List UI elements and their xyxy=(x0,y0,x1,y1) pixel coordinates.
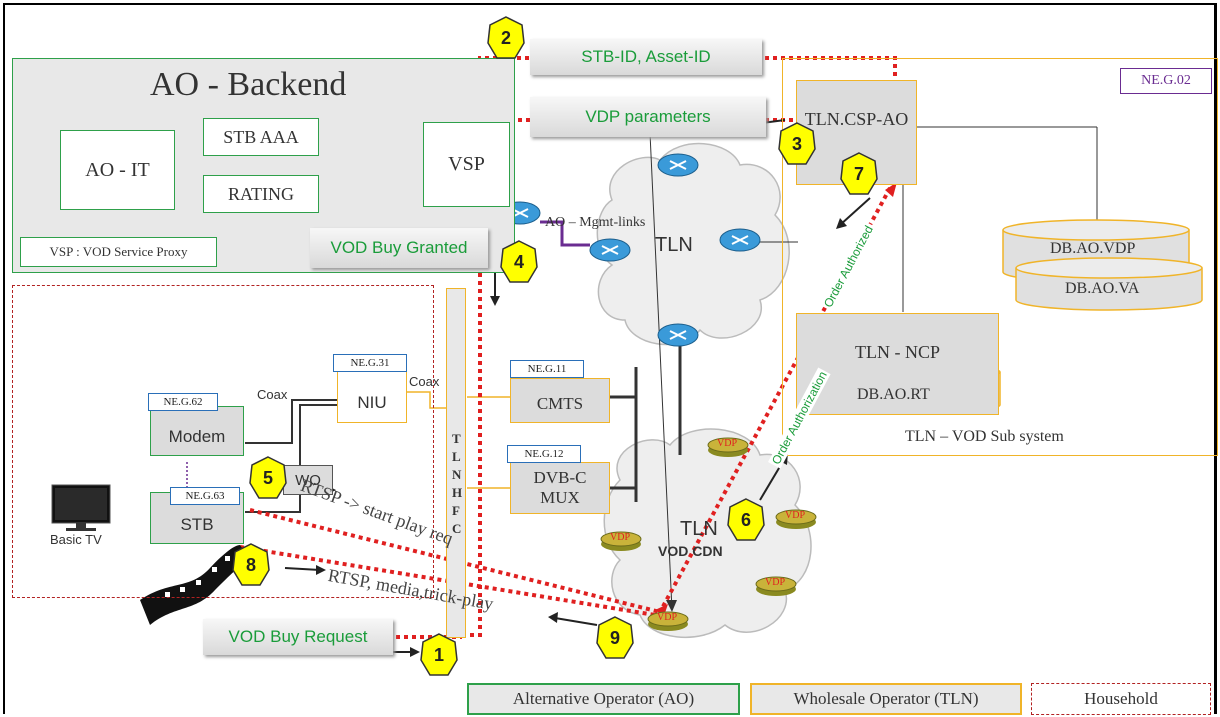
tln-hfc-bar xyxy=(446,288,466,638)
tln-ncp-box: TLN - NCP xyxy=(796,313,999,415)
stb-aaa-box: STB AAA xyxy=(203,118,319,156)
dvbc-mux-box: DVB-C MUX xyxy=(510,462,610,514)
db-ao-va: DB.AO.VA xyxy=(1065,280,1140,297)
coax-label-2: Coax xyxy=(409,374,440,389)
ne-g62-tag: NE.G.62 xyxy=(148,393,218,411)
vod-buy-granted-message: VOD Buy Granted xyxy=(310,228,488,268)
legend-household: Household xyxy=(1031,683,1211,715)
step-1-badge: 1 xyxy=(420,633,458,677)
vdp-server-icon xyxy=(600,531,642,551)
cdn-cloud-label: TLN xyxy=(680,518,718,540)
vdp-server-icon xyxy=(775,509,817,529)
stb-asset-id-message: STB-ID, Asset-ID xyxy=(530,39,762,75)
vdp-server: VDP xyxy=(755,575,797,597)
ne-g11-tag: NE.G.11 xyxy=(510,360,584,378)
ao-backend-title: AO - Backend xyxy=(150,66,347,103)
step-3-badge: 3 xyxy=(778,122,816,166)
vsp-box: VSP xyxy=(423,122,510,207)
tln-cloud xyxy=(596,142,790,346)
tv-icon xyxy=(51,484,111,531)
step-9-badge: 9 xyxy=(596,616,634,660)
step-5-badge: 5 xyxy=(249,456,287,500)
tln-subsystem-label: TLN – VOD Sub system xyxy=(905,428,1064,445)
niu-box: NIU xyxy=(337,368,407,423)
modem-box: Modem xyxy=(150,406,244,456)
ao-it-box: AO - IT xyxy=(60,130,175,210)
mgmt-links-label: AO – Mgmt-links xyxy=(545,215,646,230)
diagram-frame xyxy=(3,3,1217,714)
vdp-server-icon xyxy=(647,611,689,631)
household-area xyxy=(12,285,434,598)
vod-buy-request-message: VOD Buy Request xyxy=(203,619,393,655)
step-7-badge: 7 xyxy=(840,152,878,196)
ne-g31-tag: NE.G.31 xyxy=(333,354,407,372)
step-2-badge: 2 xyxy=(487,16,525,60)
ne-g63-tag: NE.G.63 xyxy=(170,487,240,505)
step-4-badge: 4 xyxy=(500,240,538,284)
mux-label: MUX xyxy=(540,488,580,507)
vsp-note: VSP : VOD Service Proxy xyxy=(20,237,217,267)
ne-g12-tag: NE.G.12 xyxy=(507,445,581,463)
vdp-server: VDP xyxy=(775,508,817,530)
vdp-server-icon xyxy=(755,576,797,596)
cdn-cloud-sublabel: VOD CDN xyxy=(658,543,723,559)
tln-cloud-label: TLN xyxy=(655,234,693,256)
db-ao-rt: DB.AO.RT xyxy=(857,386,930,403)
vdp-parameters-message: VDP parameters xyxy=(530,97,766,137)
db-ao-vdp: DB.AO.VDP xyxy=(1050,240,1136,257)
step-8-badge: 8 xyxy=(232,543,270,587)
dvbc-label: DVB-C xyxy=(533,468,587,487)
vdp-server: VDP xyxy=(600,530,642,552)
tln-vod-subsystem xyxy=(782,58,1218,456)
rating-box: RATING xyxy=(203,175,319,213)
vdp-server: VDP xyxy=(647,610,689,632)
legend-ao: Alternative Operator (AO) xyxy=(467,683,740,715)
vdp-server-icon xyxy=(707,437,749,457)
film-strip-icon xyxy=(140,545,250,625)
legend-tln: Wholesale Operator (TLN) xyxy=(750,683,1022,715)
ne-g02-tag: NE.G.02 xyxy=(1120,68,1212,94)
coax-label-1: Coax xyxy=(257,387,288,402)
step-6-badge: 6 xyxy=(727,498,765,542)
vdp-server: VDP xyxy=(707,436,749,458)
tln-hfc-label: T L N H F C xyxy=(452,431,463,536)
basic-tv-label: Basic TV xyxy=(50,532,102,547)
cmts-box: CMTS xyxy=(510,378,610,423)
